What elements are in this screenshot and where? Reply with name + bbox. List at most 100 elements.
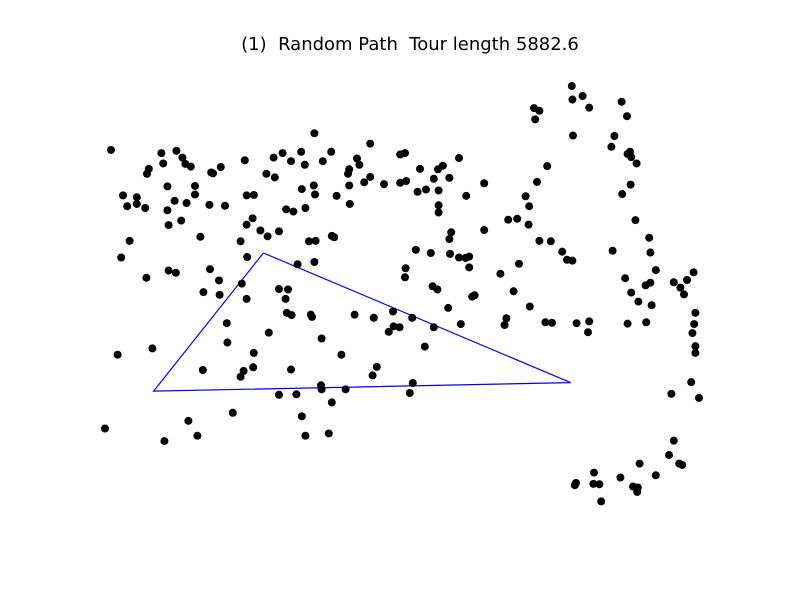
city-point [221,201,229,210]
city-point [318,157,327,166]
city-point [300,160,309,169]
city-point [405,388,414,397]
city-point [228,408,237,417]
city-point [372,362,381,371]
city-point [411,245,420,254]
city-point [148,344,157,353]
city-point [535,236,544,245]
city-point [324,429,333,438]
city-point [141,204,150,212]
city-point [317,334,326,343]
city-point [434,201,443,210]
city-point [311,236,320,245]
city-point [434,186,443,195]
city-point [401,149,409,158]
city-point [178,153,187,162]
city-point [389,322,398,331]
city-point [275,227,283,236]
city-point [502,314,511,323]
city-point [480,179,489,188]
city-point [337,350,346,359]
city-point [341,385,350,394]
city-point [642,318,651,327]
city-point [618,190,627,199]
city-point [171,268,180,277]
city-point [113,350,122,359]
city-point [438,161,447,170]
city-point [205,200,214,209]
city-point [669,278,678,287]
city-point [531,115,540,124]
city-point [408,313,417,322]
city-point [429,323,438,332]
city-point [401,264,410,273]
city-point [607,142,616,151]
city-point [646,278,655,287]
city-point [236,237,245,246]
city-point [533,177,541,186]
city-point [568,256,577,265]
city-point [196,232,205,241]
city-point [327,231,336,240]
city-point [263,232,272,241]
city-point [509,287,518,296]
tour-path [152,252,571,392]
city-point [691,342,700,351]
city-point [301,204,310,212]
city-point [177,216,186,225]
city-point [366,172,375,181]
city-point [368,371,377,380]
city-point [631,216,640,225]
city-point [215,276,223,285]
city-point [455,154,463,163]
city-point [345,181,354,190]
city-point [310,129,319,138]
city-point [275,285,283,293]
city-point [669,436,678,445]
city-point [688,329,697,338]
city-point [193,431,202,440]
city-point [172,146,181,155]
city-point [541,318,550,327]
city-point [635,459,644,468]
city-point [585,103,594,112]
city-point [645,233,654,242]
city-point [496,269,505,278]
city-point [691,308,700,317]
city-point [366,139,375,148]
city-point [132,199,141,208]
city-point [182,199,191,208]
city-point [191,181,199,190]
city-point [117,253,126,262]
city-point [422,185,430,194]
city-point [558,247,567,256]
city-point [623,319,632,328]
city-point [525,302,534,311]
city-point [665,451,673,460]
city-point [426,249,435,257]
city-point [305,237,313,246]
city-point [242,294,251,303]
city-point [309,181,318,190]
city-point [327,147,336,156]
city-point [243,253,252,262]
city-point [256,226,265,235]
city-point [242,220,251,229]
city-point [215,290,224,299]
city-point [568,95,577,104]
city-point [395,323,404,332]
city-point [297,185,306,194]
city-point [626,180,635,189]
city-point [678,460,687,469]
city-point [567,82,576,91]
city-point [651,266,660,275]
city-point [380,180,388,189]
city-point [515,259,523,268]
city-point [632,159,641,168]
city-point [546,237,555,246]
city-point [627,288,636,297]
city-point [310,258,319,266]
city-point [402,177,411,185]
city-point [667,389,676,398]
city-point [239,366,248,375]
